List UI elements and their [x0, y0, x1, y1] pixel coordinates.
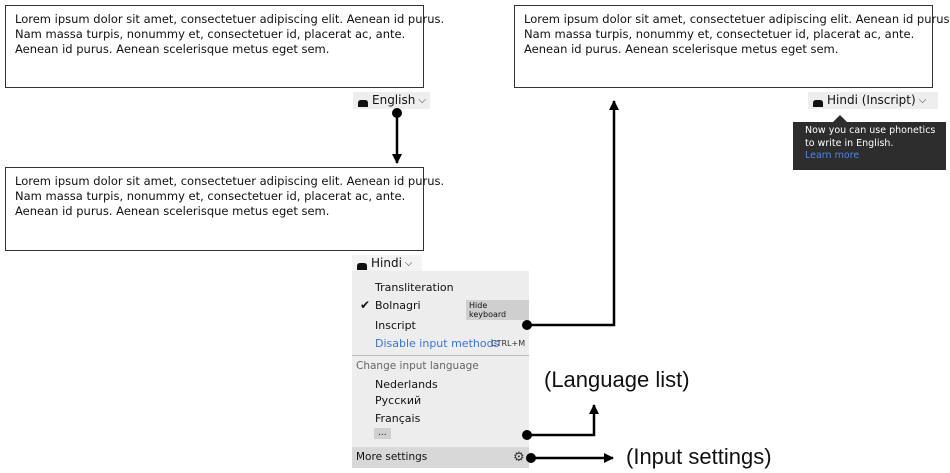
- chevron-down-icon: ⌵: [418, 95, 426, 106]
- text-line: Aenean id purus. Aenean scelerisque metu…: [524, 42, 839, 56]
- language-label: English: [372, 93, 416, 107]
- learn-more-link[interactable]: Learn more: [805, 150, 860, 161]
- text-area-inscript[interactable]: Lorem ipsum dolor sit amet, consectetuer…: [514, 5, 950, 88]
- more-settings-row[interactable]: More settings ⚙: [352, 447, 529, 468]
- annotation-language-list: (Language list): [544, 367, 690, 392]
- keyboard-icon: [812, 96, 824, 107]
- input-method-menu: Transliteration ✔ Bolnagri Hide keyboard…: [352, 271, 529, 468]
- language-item-nederlands[interactable]: Nederlands: [375, 378, 438, 391]
- text-line: Lorem ipsum dolor sit amet, consectetuer…: [524, 12, 950, 26]
- tooltip-text: to write in English.: [805, 137, 894, 149]
- arrow-language-list: [522, 404, 599, 440]
- language-item-russian[interactable]: Русский: [375, 394, 422, 407]
- text-line: Nam massa turpis, nonummy et, consectetu…: [524, 27, 915, 41]
- chevron-down-icon: ⌵: [918, 95, 927, 106]
- menu-item-transliteration[interactable]: Transliteration: [375, 281, 454, 294]
- keyboard-icon: [356, 259, 368, 270]
- menu-divider: [352, 355, 529, 356]
- menu-item-inscript[interactable]: Inscript: [375, 319, 416, 332]
- hide-keyboard-button[interactable]: Hide keyboard: [466, 300, 529, 320]
- text-line: Aenean id purus. Aenean scelerisque metu…: [15, 42, 330, 56]
- language-item-french[interactable]: Français: [375, 412, 421, 425]
- phonetics-tooltip: Now you can use phonetics to write in En…: [793, 115, 946, 170]
- gear-icon[interactable]: ⚙: [513, 450, 525, 465]
- arrow-inscript-to-panel: [522, 100, 619, 330]
- keyboard-icon: [357, 96, 369, 107]
- language-selector-hindi[interactable]: Hindi ⌵: [352, 255, 422, 272]
- annotation-input-settings: (Input settings): [626, 444, 772, 469]
- text-line: Aenean id purus. Aenean scelerisque metu…: [15, 204, 330, 218]
- check-icon: ✔: [360, 298, 371, 312]
- text-line: Lorem ipsum dolor sit amet, consectetuer…: [15, 174, 445, 188]
- menu-item-disable-input-methods[interactable]: Disable input methods: [375, 337, 500, 350]
- shortcut-label: CTRL+M: [491, 339, 526, 348]
- language-selector-english[interactable]: English ⌵: [353, 92, 430, 109]
- menu-item-bolnagri[interactable]: Bolnagri: [375, 299, 421, 312]
- tooltip-text: Now you can use phonetics: [805, 125, 936, 136]
- text-line: Lorem ipsum dolor sit amet, consectetuer…: [15, 12, 445, 26]
- text-area-hindi[interactable]: Lorem ipsum dolor sit amet, consectetuer…: [5, 167, 445, 251]
- language-label: Hindi: [371, 256, 402, 270]
- more-settings-label: More settings: [356, 451, 428, 463]
- arrow-english-to-hindi: [392, 108, 402, 164]
- arrow-input-settings: [526, 453, 614, 463]
- text-line: Nam massa turpis, nonummy et, consectetu…: [15, 27, 406, 41]
- more-languages-button[interactable]: ...: [374, 428, 391, 439]
- language-selector-inscript[interactable]: Hindi (Inscript) ⌵: [808, 92, 938, 109]
- text-line: Nam massa turpis, nonummy et, consectetu…: [15, 189, 406, 203]
- chevron-down-icon: ⌵: [404, 258, 413, 269]
- section-heading: Change input language: [356, 360, 479, 372]
- language-label: Hindi (Inscript): [827, 93, 916, 107]
- text-area-english[interactable]: Lorem ipsum dolor sit amet, consectetuer…: [5, 5, 445, 88]
